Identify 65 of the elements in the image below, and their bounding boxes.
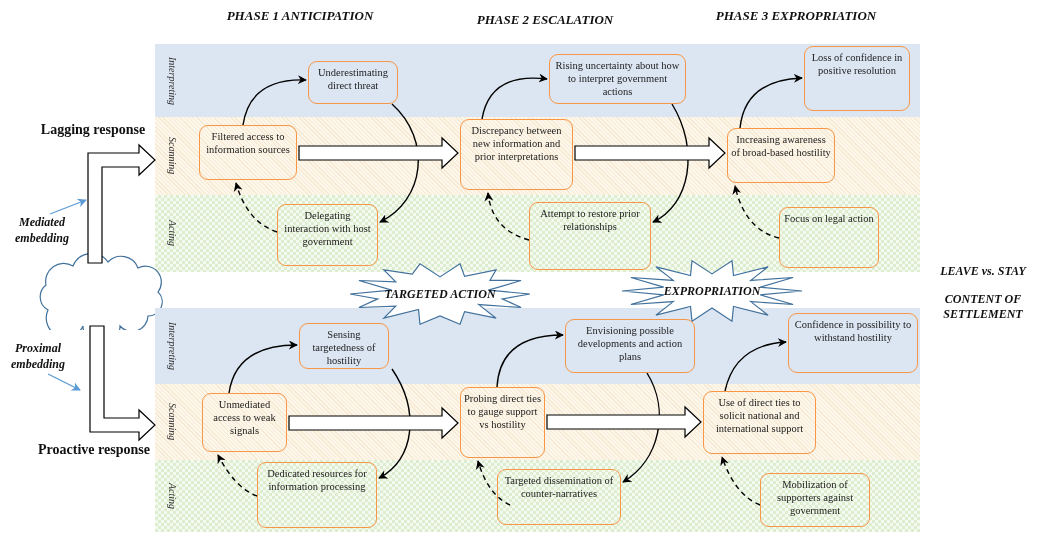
process-box: Underestimating direct threat bbox=[308, 61, 398, 104]
curved-arrow bbox=[228, 340, 298, 394]
dashed-arrow bbox=[217, 454, 258, 497]
block-arrow bbox=[574, 136, 726, 170]
process-box: Probing direct ties to gauge support vs hostility bbox=[460, 387, 545, 458]
process-box: Dedicated resources for information processing bbox=[257, 462, 377, 528]
process-box: Rising uncertainty about how to interpret government actions bbox=[549, 54, 686, 104]
process-box: Attempt to restore prior relationships bbox=[529, 202, 651, 270]
bent-block-arrow bbox=[89, 325, 156, 442]
curved-arrow bbox=[481, 73, 548, 120]
process-box: Focus on legal action bbox=[779, 207, 879, 268]
process-box: Confidence in possibility to withstand hostility bbox=[788, 313, 918, 373]
process-box: Mobilization of supporters against government bbox=[760, 473, 870, 527]
lane-label: Acting bbox=[166, 482, 178, 510]
dashed-arrow bbox=[720, 456, 761, 506]
dashed-arrow bbox=[484, 192, 530, 241]
process-box: Unmediated access to weak signals bbox=[202, 393, 287, 452]
starburst-label: TARGETED ACTION bbox=[383, 286, 497, 302]
curved-arrow bbox=[242, 75, 307, 126]
curved-arrow bbox=[379, 103, 419, 223]
starburst-label: EXPROPRIATION bbox=[662, 283, 762, 299]
annotation-text: Mediated embedding bbox=[12, 214, 72, 248]
annotation-text: Proximal embedding bbox=[4, 340, 72, 374]
process-box: Targeted dissemination of counter-narratives bbox=[497, 469, 621, 525]
process-box: Increasing awareness of broad-based hostility bbox=[727, 128, 835, 183]
process-box: Sensing targetedness of hostility bbox=[299, 323, 389, 369]
process-box: Discrepancy between new information and prior interpretations bbox=[460, 119, 573, 190]
bent-block-arrow bbox=[87, 143, 156, 264]
process-box: Envisioning possible developments and action plans bbox=[565, 319, 695, 373]
response-label: Proactive response bbox=[37, 442, 151, 458]
dashed-arrow bbox=[234, 182, 278, 233]
curved-arrow bbox=[496, 330, 564, 388]
lane-label: Scanning bbox=[166, 137, 178, 175]
swimlane-band bbox=[155, 460, 920, 532]
dashed-arrow bbox=[732, 185, 780, 239]
block-arrow bbox=[298, 136, 459, 170]
curved-arrow bbox=[652, 103, 689, 223]
curved-arrow bbox=[724, 338, 787, 392]
process-box: Loss of confidence in positive resolution bbox=[804, 46, 910, 111]
swimlane-band bbox=[155, 195, 920, 272]
phase-heading: PHASE 2 ESCALATION bbox=[475, 12, 615, 28]
leader-arrow bbox=[49, 198, 87, 215]
leader-arrow bbox=[47, 373, 81, 391]
curved-arrow bbox=[622, 372, 660, 483]
block-arrow bbox=[546, 405, 702, 439]
curved-arrow bbox=[378, 368, 411, 479]
block-arrow bbox=[288, 406, 459, 440]
dashed-arrow bbox=[476, 460, 511, 506]
curved-arrow bbox=[739, 74, 803, 129]
lane-label: Interpreting bbox=[166, 322, 178, 370]
process-box: Delegating interaction with host government bbox=[277, 204, 378, 266]
response-label: Lagging response bbox=[39, 122, 147, 138]
swimlane-band bbox=[155, 117, 920, 195]
lane-label: Acting bbox=[166, 220, 178, 247]
swimlane-band bbox=[155, 384, 920, 460]
lane-label: Scanning bbox=[166, 403, 178, 441]
swimlane-band bbox=[155, 308, 920, 384]
process-box: Filtered access to information sources bbox=[199, 125, 297, 180]
phase-heading: PHASE 3 EXPROPRIATION bbox=[714, 8, 878, 24]
outcome-label: LEAVE vs. STAY bbox=[939, 264, 1028, 279]
lane-label: Interpreting bbox=[166, 56, 178, 105]
swimlane-band bbox=[155, 44, 920, 117]
process-box: Use of direct ties to solicit national and international support bbox=[703, 391, 816, 454]
outcome-label: CONTENT OF SETTLEMENT bbox=[942, 292, 1024, 322]
phase-heading: PHASE 1 ANTICIPATION bbox=[225, 8, 375, 24]
